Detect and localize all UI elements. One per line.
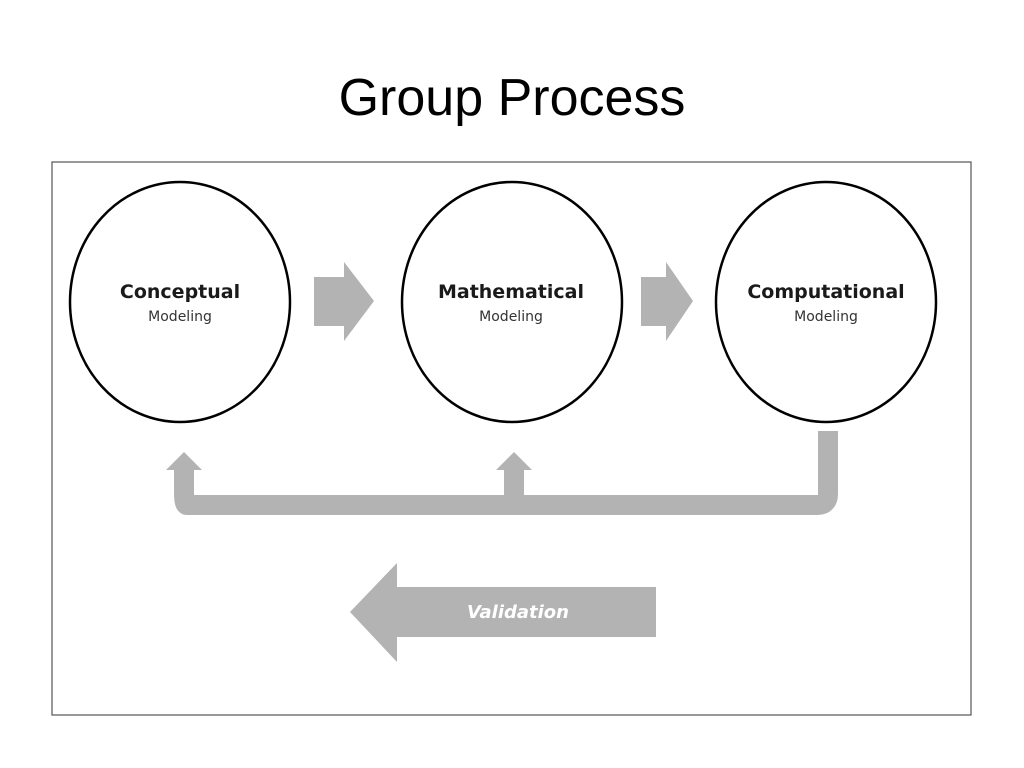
- feedback-arrowhead-mathematical: [496, 452, 532, 470]
- validation-label: Validation: [467, 602, 569, 623]
- computational-subtitle: Modeling: [794, 309, 858, 325]
- mathematical-subtitle: Modeling: [479, 309, 543, 325]
- computational-title: Computational: [747, 281, 904, 303]
- computational-modeling-circle: [714, 180, 938, 424]
- slide-title: Group Process: [338, 69, 686, 127]
- mathematical-title: Mathematical: [438, 281, 584, 303]
- mathematical-modeling-circle: [400, 180, 624, 424]
- arrow-conceptual-to-mathematical: [314, 262, 374, 341]
- feedback-arrowhead-conceptual: [166, 452, 202, 470]
- feedback-loop-arrow: [174, 431, 838, 515]
- conceptual-modeling-circle: [68, 180, 292, 424]
- validation-arrow: [350, 563, 656, 662]
- conceptual-subtitle: Modeling: [148, 309, 212, 325]
- arrow-mathematical-to-computational: [641, 262, 693, 341]
- conceptual-title: Conceptual: [120, 281, 240, 303]
